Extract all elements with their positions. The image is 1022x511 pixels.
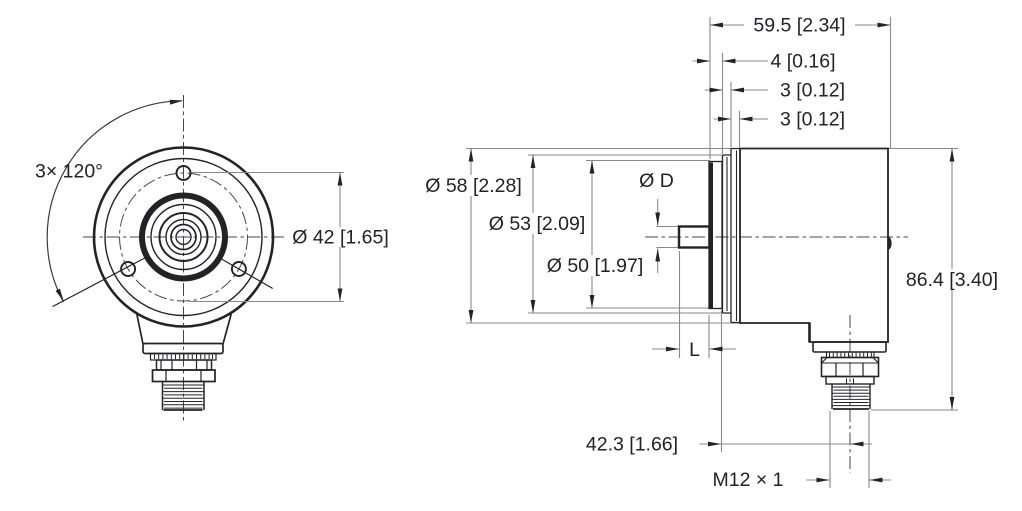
dim-label-total-depth: 59.5 [2.34] <box>753 15 845 37</box>
body-outline <box>739 147 889 343</box>
thread-stub <box>161 381 205 411</box>
pilot-plate <box>721 154 731 314</box>
ext-shaft-dia <box>656 225 679 249</box>
label-backing <box>685 339 704 359</box>
dim-total-depth: 59.5 [2.34] <box>710 15 891 37</box>
dim-label-bolt-circle: Ø 42 [1.65] <box>292 227 388 249</box>
thread-stub <box>831 384 871 410</box>
washer-serration <box>154 354 213 359</box>
dim-label-pilot-diameter: Ø 53 [2.09] <box>489 213 585 235</box>
dim-label-flange-thickness: 4 [0.16] <box>770 51 835 73</box>
hex-nut-facets <box>821 357 879 377</box>
hole-radial-line <box>52 256 146 308</box>
label-backing <box>286 227 395 247</box>
bolt-circle <box>119 172 248 302</box>
collar-keyway <box>846 378 854 384</box>
hex-nut-facets <box>165 370 202 382</box>
dim-label-hole-pattern: 3× 120° <box>35 161 103 183</box>
mounting-hole <box>120 261 137 277</box>
dim-shaft-length: L <box>652 339 736 361</box>
front-view: 3× 120° Ø 42 [1.65] <box>35 95 395 422</box>
side-connector <box>812 341 887 410</box>
thread-crests <box>163 384 204 409</box>
dim-centering-diameter: Ø 50 [1.97] <box>538 160 652 308</box>
connector-collar <box>825 375 875 385</box>
centering-collar-circle <box>104 157 263 317</box>
dim-label-shaft-length: L <box>689 339 700 361</box>
arc-arrowhead <box>169 99 184 105</box>
clamping-ring <box>139 192 228 282</box>
center-bore-circle <box>175 228 192 246</box>
label-backing <box>744 15 855 35</box>
dim-label-step-2: 3 [0.12] <box>780 109 845 131</box>
dim-step-thickness-2: 3 [0.12] <box>713 109 845 131</box>
mounting-hole <box>175 165 192 181</box>
outer-flange-circle <box>92 146 275 328</box>
dim-connector-thread: M12 × 1 <box>712 469 891 491</box>
dim-connector-offset: 42.3 [1.66] <box>586 434 872 456</box>
label-backing <box>896 269 1008 290</box>
thread-edges <box>831 384 871 409</box>
dim-flange-diameter: Ø 58 [2.28] <box>417 148 530 323</box>
dim-label-total-height: 86.4 [3.40] <box>906 269 998 291</box>
hub-circle <box>158 212 209 262</box>
front-mounting-holes <box>52 165 273 308</box>
hole-radial-line <box>220 257 273 290</box>
label-backing <box>480 213 594 234</box>
dim-hole-pattern-angle: 3× 120° <box>35 99 184 303</box>
dim-label-flange-diameter: Ø 58 [2.28] <box>425 175 521 197</box>
shaft-end-circle <box>170 223 197 251</box>
dim-label-centering-diameter: Ø 50 [1.97] <box>547 255 643 277</box>
label-backing <box>417 175 530 196</box>
front-centerlines <box>83 95 311 422</box>
arc-arrowhead <box>55 288 64 302</box>
hex-nut-lower <box>151 369 216 383</box>
side-view: 59.5 [2.34] 4 [0.16] 3 [0.12] 3 [0.12] Ø… <box>417 15 1008 491</box>
housing-body <box>739 147 892 343</box>
dim-step-thickness-1: 3 [0.12] <box>704 80 845 102</box>
thread-edges <box>161 381 205 410</box>
mounting-hole <box>230 261 247 277</box>
dim-label-step-1: 3 [0.12] <box>780 80 845 102</box>
flange-stack <box>708 147 740 324</box>
dim-total-height: 86.4 [3.40] <box>896 148 1008 410</box>
hex-nut-facets <box>160 360 208 370</box>
washer-serration <box>829 352 872 357</box>
base-plate <box>730 147 740 324</box>
recess-circle <box>150 203 217 271</box>
dim-bolt-circle: Ø 42 [1.65] <box>189 171 395 303</box>
dim-shaft-diameter: Ø D <box>639 170 674 273</box>
label-backing <box>538 255 652 276</box>
angle-dimension-arc <box>46 100 183 303</box>
thread-crests <box>832 386 870 407</box>
housing-taper <box>135 313 233 345</box>
dim-flange-thickness: 4 [0.16] <box>692 51 836 73</box>
dim-label-shaft-diameter: Ø D <box>639 170 674 192</box>
rear-seam-tab <box>888 236 892 250</box>
front-body-circles <box>92 146 275 328</box>
dim-label-connector-thread: M12 × 1 <box>712 469 783 491</box>
front-connector <box>135 313 233 411</box>
shaft-circle <box>165 218 202 256</box>
extension-lines <box>466 17 958 488</box>
dim-label-connector-offset: 42.3 [1.66] <box>586 434 678 456</box>
dim-pilot-diameter: Ø 53 [2.09] <box>480 155 594 313</box>
